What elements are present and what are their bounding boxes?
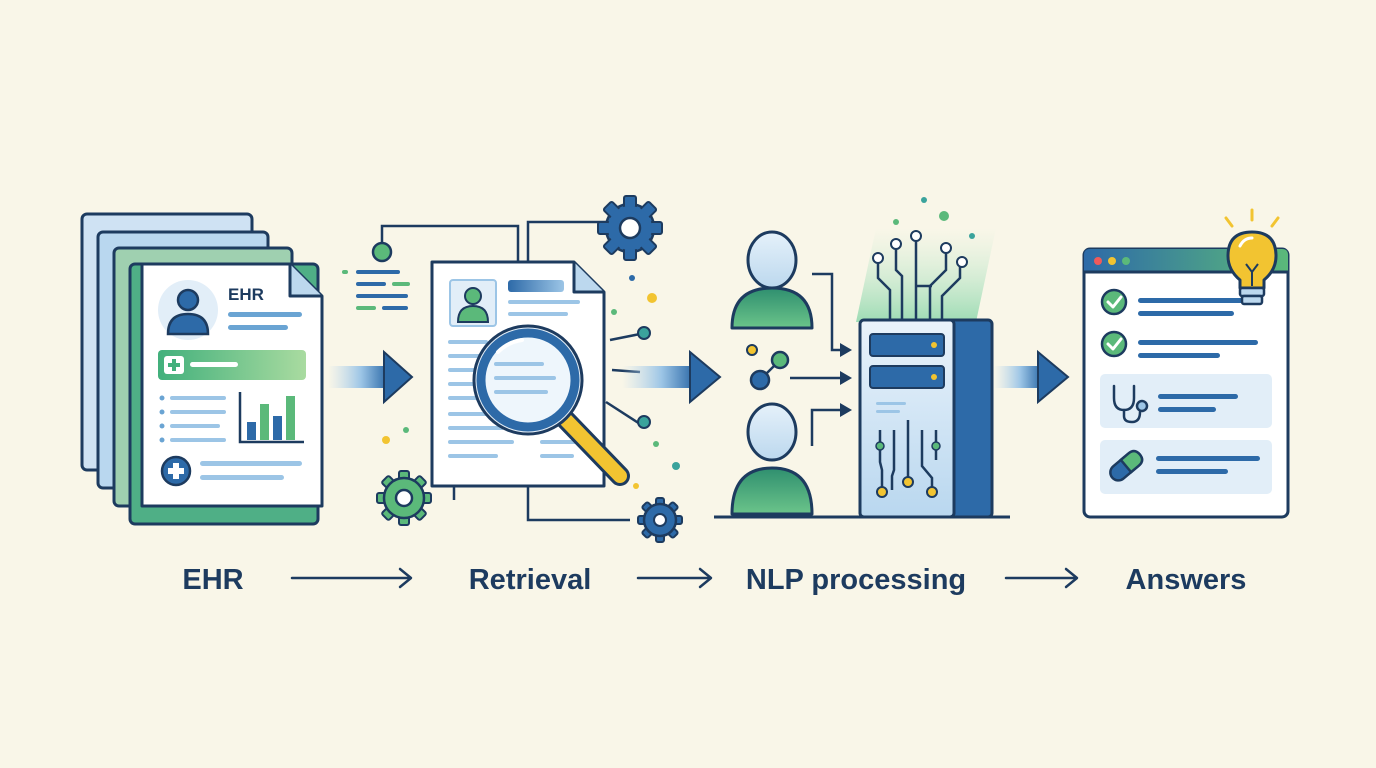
stethoscope-icon	[1112, 384, 1149, 424]
stage-label-answers: Answers	[1125, 564, 1247, 596]
retrieval-connectors	[380, 220, 641, 522]
sparkle-dots	[382, 275, 680, 489]
server-icon	[858, 318, 994, 519]
person-icon	[730, 402, 814, 516]
browser-window-icon	[1082, 247, 1290, 519]
gear-icon	[376, 470, 432, 526]
bar-chart-icon	[238, 392, 304, 444]
flow-arrow-icon	[636, 567, 713, 589]
input-arrows	[790, 272, 842, 446]
network-nodes-icon	[746, 344, 790, 391]
flow-arrow-icon	[1004, 567, 1079, 589]
patient-avatar-icon	[158, 280, 218, 340]
stage-label-ehr: EHR	[182, 564, 244, 596]
checkmark-icon	[1100, 330, 1128, 358]
flow-arrow-icon	[290, 567, 413, 589]
stage-label-retrieval: Retrieval	[468, 564, 592, 596]
flow-arrow-icon	[622, 349, 722, 405]
circuit-icon	[876, 240, 962, 320]
flow-arrow-icon	[994, 349, 1070, 405]
gear-icon	[597, 195, 663, 261]
label-arrows	[290, 567, 1079, 589]
gear-icon	[637, 497, 683, 543]
lightbulb-icon	[1224, 208, 1280, 306]
person-icon	[730, 230, 814, 330]
stage-label-nlp-processing: NLP processing	[745, 564, 967, 596]
checkmark-icon	[1100, 288, 1128, 316]
flow-arrow-icon	[328, 349, 414, 405]
data-lines	[342, 270, 410, 310]
ehr-document-stack-icon: EHR	[80, 212, 324, 526]
ehr-card-tag: EHR	[228, 285, 264, 304]
medical-cross-icon	[164, 356, 184, 374]
magnifying-glass-icon	[472, 324, 630, 486]
pill-icon	[1109, 449, 1144, 482]
